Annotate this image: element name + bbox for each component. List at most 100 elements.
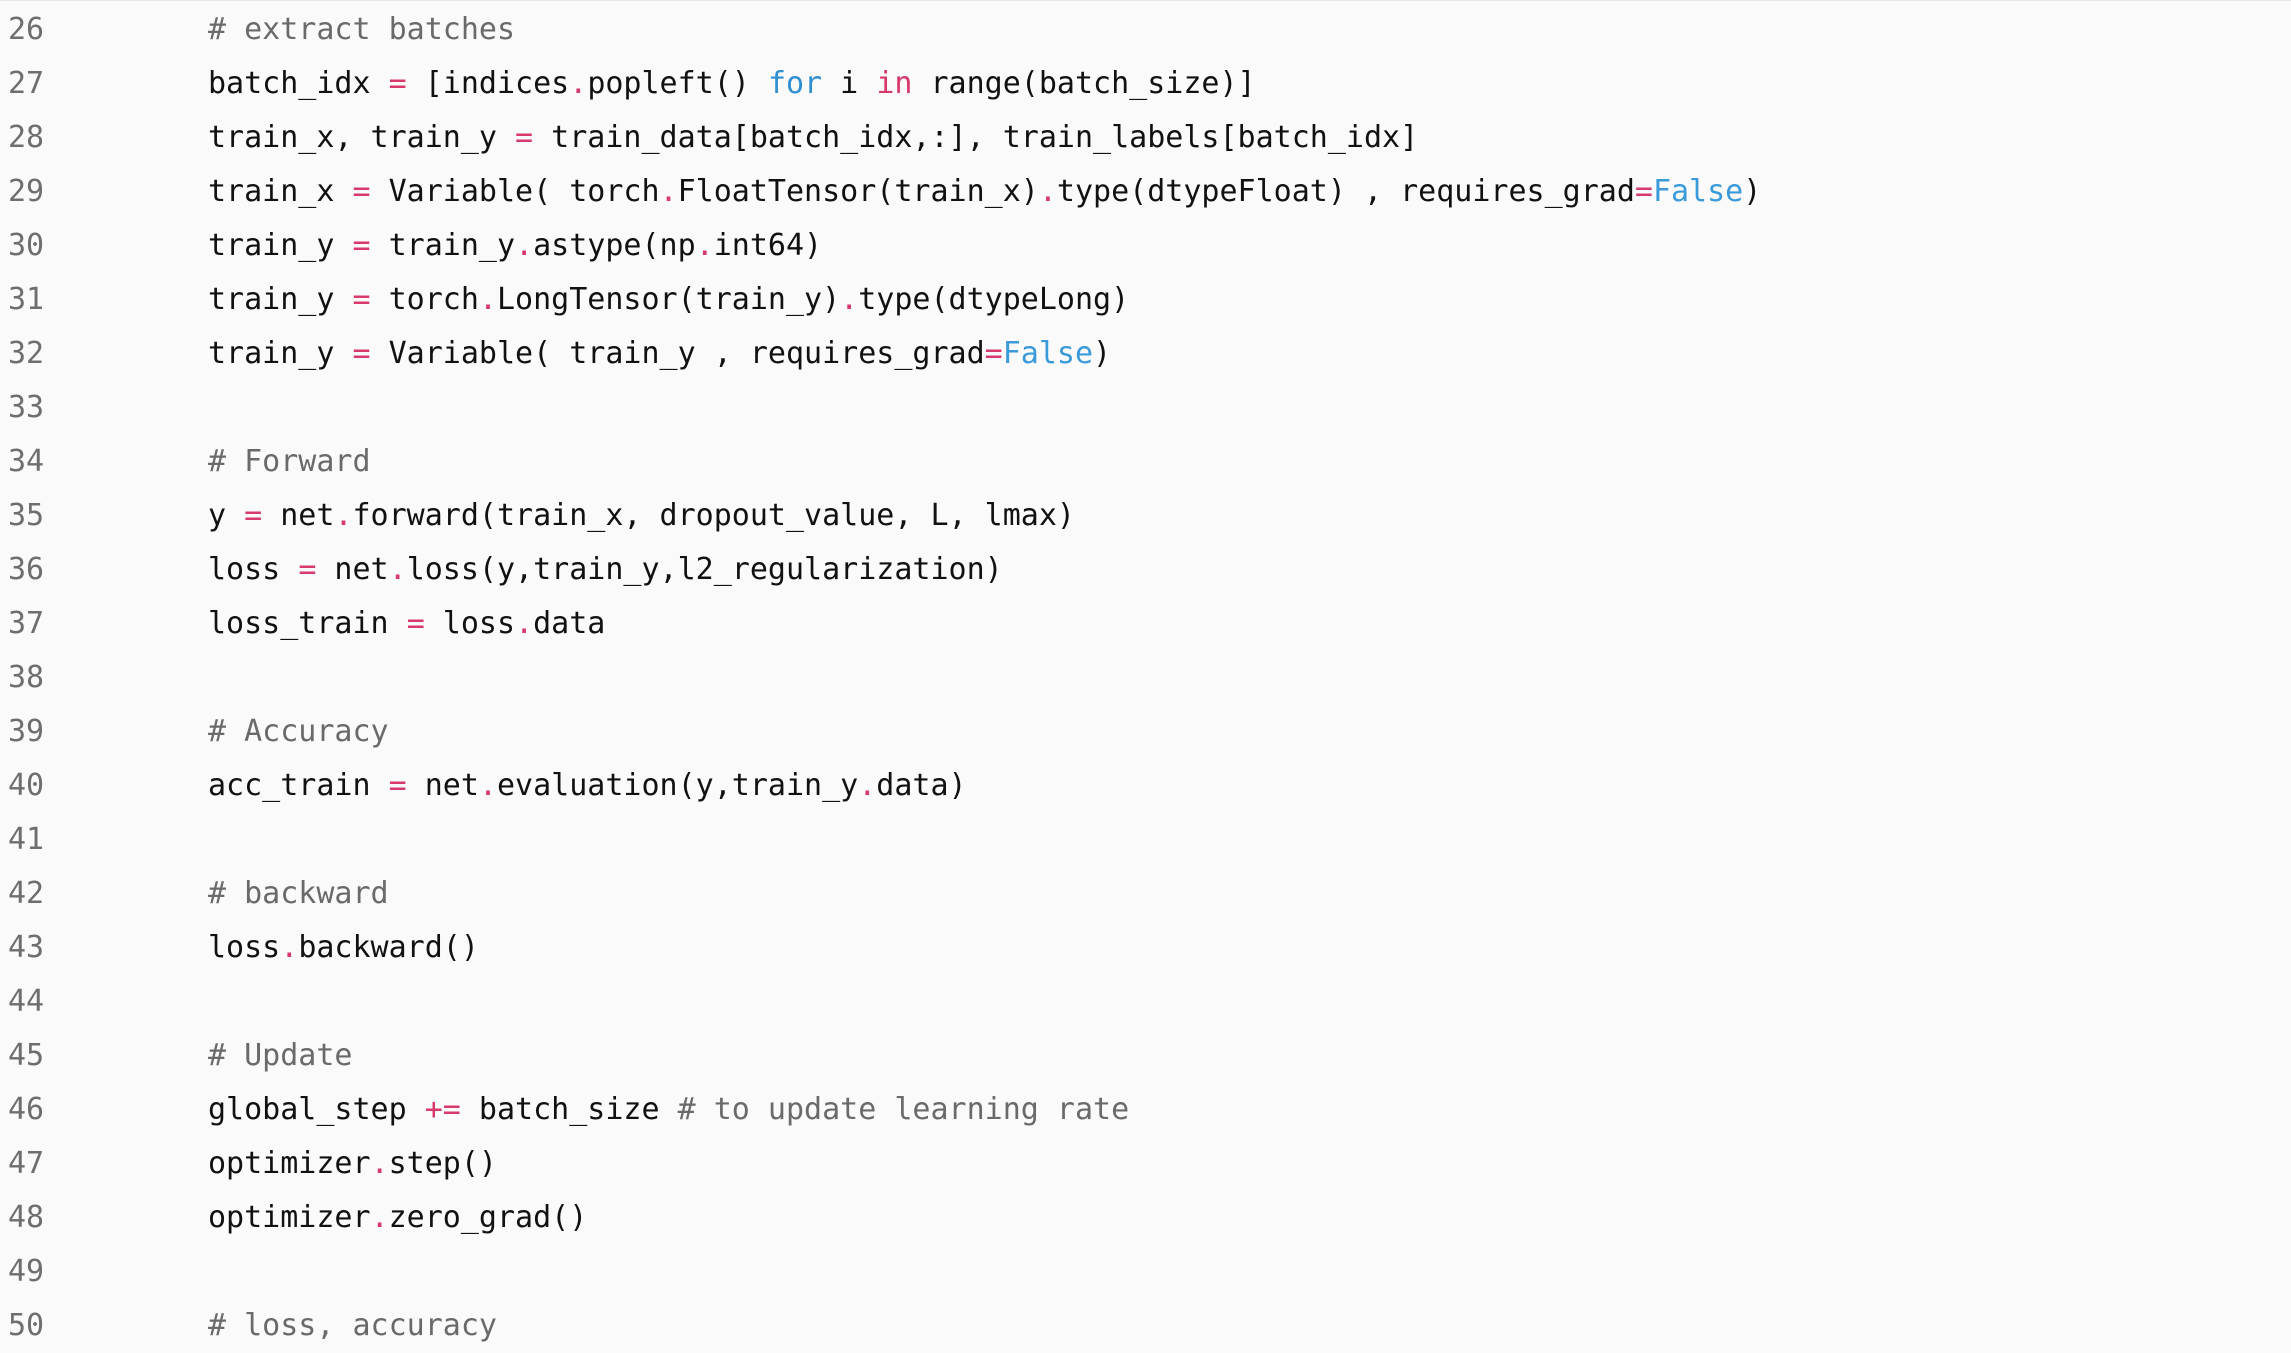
code-text[interactable]: # backward: [208, 867, 389, 921]
code-token: train_data[batch_idx,:], train_labels[ba…: [533, 120, 1419, 155]
code-token: batch_idx: [208, 66, 389, 101]
code-text[interactable]: # extract batches: [208, 3, 515, 57]
code-line[interactable]: 49: [0, 1245, 2291, 1299]
code-text[interactable]: acc_train = net.evaluation(y,train_y.dat…: [208, 759, 967, 813]
boolean-token: False: [1002, 336, 1094, 371]
code-text[interactable]: # loss, accuracy: [208, 1299, 497, 1353]
line-number: 48: [8, 1200, 45, 1235]
code-token: zero_grad(): [388, 1200, 588, 1235]
code-line[interactable]: 42# backward: [0, 867, 2291, 921]
code-text[interactable]: optimizer.step(): [208, 1137, 497, 1191]
code-text[interactable]: # Accuracy: [208, 705, 389, 759]
code-token: ): [1093, 336, 1112, 371]
operator-token: .: [569, 66, 588, 101]
code-text[interactable]: # Forward: [208, 435, 371, 489]
code-text[interactable]: train_y = train_y.astype(np.int64): [208, 219, 822, 273]
code-line[interactable]: 45 # Update: [0, 1029, 2291, 1083]
operator-token: .: [370, 1146, 389, 1181]
operator-token: .: [478, 282, 497, 317]
code-line[interactable]: 34 # Forward: [0, 435, 2291, 489]
code-token: loss: [424, 606, 516, 641]
operator-token: +=: [424, 1092, 461, 1127]
code-token: optimizer: [208, 1200, 371, 1235]
code-line[interactable]: 30 train_y = train_y.astype(np.int64): [0, 219, 2291, 273]
code-text[interactable]: y = net.forward(train_x, dropout_value, …: [208, 489, 1075, 543]
code-line[interactable]: 48 optimizer.zero_grad(): [0, 1191, 2291, 1245]
code-token: global_step: [208, 1092, 425, 1127]
code-token: type(dtypeLong): [858, 282, 1130, 317]
line-number: 44: [8, 984, 45, 1019]
line-number: 26: [8, 12, 45, 47]
code-text[interactable]: optimizer.zero_grad(): [208, 1191, 587, 1245]
operator-token: .: [515, 228, 534, 263]
code-text[interactable]: loss.backward(): [208, 921, 479, 975]
code-token: evaluation(y,train_y: [497, 768, 859, 803]
code-token: train_y: [208, 228, 353, 263]
code-text[interactable]: train_x = Variable( torch.FloatTensor(tr…: [208, 165, 1761, 219]
code-token: data): [876, 768, 967, 803]
code-line[interactable]: 47 optimizer.step(): [0, 1137, 2291, 1191]
line-number: 32: [8, 336, 45, 371]
line-number: 47: [8, 1146, 45, 1181]
code-text[interactable]: # Update: [208, 1029, 353, 1083]
code-text[interactable]: batch_idx = [indices.popleft() for i in …: [208, 57, 1256, 111]
line-number: 45: [8, 1038, 45, 1073]
code-token: Variable( train_y , requires_grad: [370, 336, 985, 371]
boolean-token: False: [1652, 174, 1744, 209]
code-text[interactable]: loss = net.loss(y,train_y,l2_regularizat…: [208, 543, 1003, 597]
code-token: step(): [388, 1146, 497, 1181]
code-line[interactable]: 39# Accuracy: [0, 705, 2291, 759]
code-line[interactable]: 41: [0, 813, 2291, 867]
operator-token: .: [370, 1200, 389, 1235]
line-number: 27: [8, 66, 45, 101]
code-token: train_y: [208, 282, 353, 317]
code-token: train_x, train_y: [208, 120, 516, 155]
code-token: torch: [370, 282, 479, 317]
operator-token: .: [388, 552, 407, 587]
code-line[interactable]: 33: [0, 381, 2291, 435]
code-text[interactable]: train_y = Variable( train_y , requires_g…: [208, 327, 1111, 381]
code-token: optimizer: [208, 1146, 371, 1181]
code-token: type(dtypeFloat) , requires_grad: [1056, 174, 1635, 209]
code-token: net: [262, 498, 335, 533]
code-token: train_y: [208, 336, 353, 371]
comment-token: # extract batches: [208, 12, 516, 47]
code-token: int64): [713, 228, 823, 263]
line-number: 38: [8, 660, 45, 695]
code-token: net: [406, 768, 479, 803]
line-number: 34: [8, 444, 45, 479]
line-number: 30: [8, 228, 45, 263]
code-line[interactable]: 32 train_y = Variable( train_y , requires…: [0, 327, 2291, 381]
code-line[interactable]: 44: [0, 975, 2291, 1029]
line-number: 46: [8, 1092, 45, 1127]
code-line[interactable]: 26 # extract batches: [0, 3, 2291, 57]
code-token: i: [822, 66, 877, 101]
code-token: loss: [208, 930, 281, 965]
code-text[interactable]: loss_train = loss.data: [208, 597, 605, 651]
operator-token: =: [352, 282, 371, 317]
code-line[interactable]: 35 y = net.forward(train_x, dropout_value…: [0, 489, 2291, 543]
code-token: FloatTensor(train_x): [677, 174, 1039, 209]
line-number: 33: [8, 390, 45, 425]
line-number: 35: [8, 498, 45, 533]
code-text[interactable]: train_x, train_y = train_data[batch_idx,…: [208, 111, 1418, 165]
code-line[interactable]: 27 batch_idx = [indices.popleft() for i i…: [0, 57, 2291, 111]
code-line[interactable]: 46 global_step += batch_size # to update …: [0, 1083, 2291, 1137]
code-text[interactable]: global_step += batch_size # to update le…: [208, 1083, 1129, 1137]
comment-token: # loss, accuracy: [208, 1308, 497, 1343]
code-line[interactable]: 38: [0, 651, 2291, 705]
operator-token: =: [388, 66, 407, 101]
code-text[interactable]: train_y = torch.LongTensor(train_y).type…: [208, 273, 1129, 327]
code-token: train_x: [208, 174, 353, 209]
code-line[interactable]: 50# loss, accuracy: [0, 1299, 2291, 1353]
operator-token: .: [695, 228, 714, 263]
code-token: data: [533, 606, 606, 641]
